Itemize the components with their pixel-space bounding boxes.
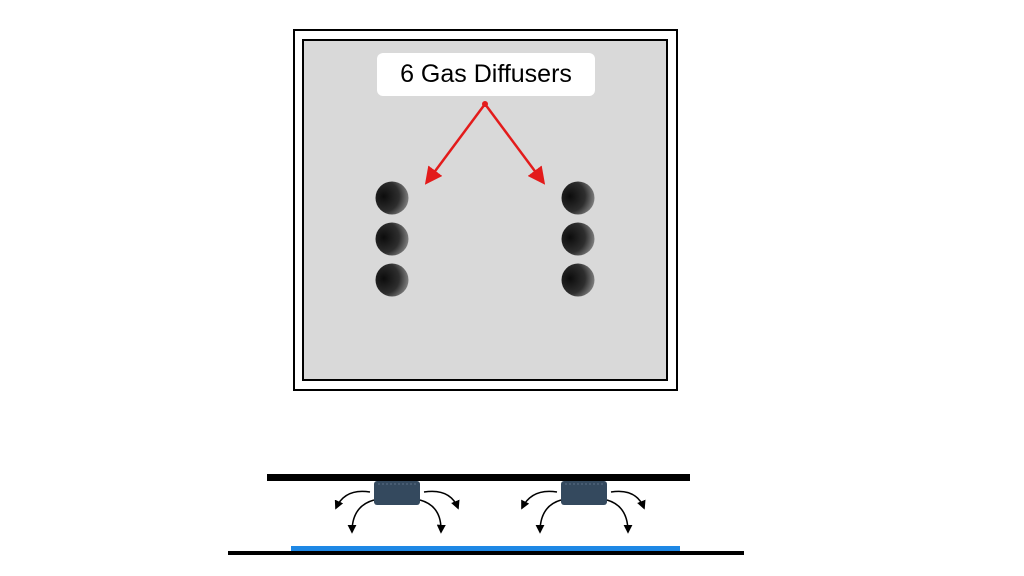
diffuser: [561, 222, 595, 256]
diffuser: [561, 263, 595, 297]
flow-arrow: [419, 499, 446, 534]
flow-arrow: [606, 499, 633, 534]
pointer-arrow-right: [483, 103, 546, 185]
gas-flow-right: [521, 490, 646, 534]
pointer-origin: [482, 101, 488, 107]
diffuser: [375, 222, 409, 256]
diffusers-label: 6 Gas Diffusers: [377, 53, 595, 96]
flow-arrow: [423, 490, 460, 510]
flow-arrow: [535, 499, 562, 534]
diffuser-side-left: [374, 481, 420, 505]
diffuser-column-right: [561, 181, 595, 297]
pointer-arrows: [424, 101, 546, 185]
diffuser: [561, 181, 595, 215]
diffuser: [375, 263, 409, 297]
gas-flow-left: [334, 490, 460, 534]
pointer-arrow-left: [424, 103, 487, 185]
diffuser-column-left: [375, 181, 409, 297]
flow-arrow: [521, 490, 558, 510]
flow-arrow: [347, 499, 375, 534]
chamber-inner-area: [302, 39, 668, 381]
substrate: [291, 546, 680, 551]
flow-arrow: [334, 490, 371, 510]
top-plate: [267, 474, 690, 481]
diffusers-label-text: 6 Gas Diffusers: [400, 60, 572, 88]
bottom-plate: [228, 551, 744, 555]
diffuser: [375, 181, 409, 215]
flow-arrow: [610, 490, 646, 510]
diffuser-side-right: [561, 481, 607, 505]
side-view: [228, 474, 744, 555]
